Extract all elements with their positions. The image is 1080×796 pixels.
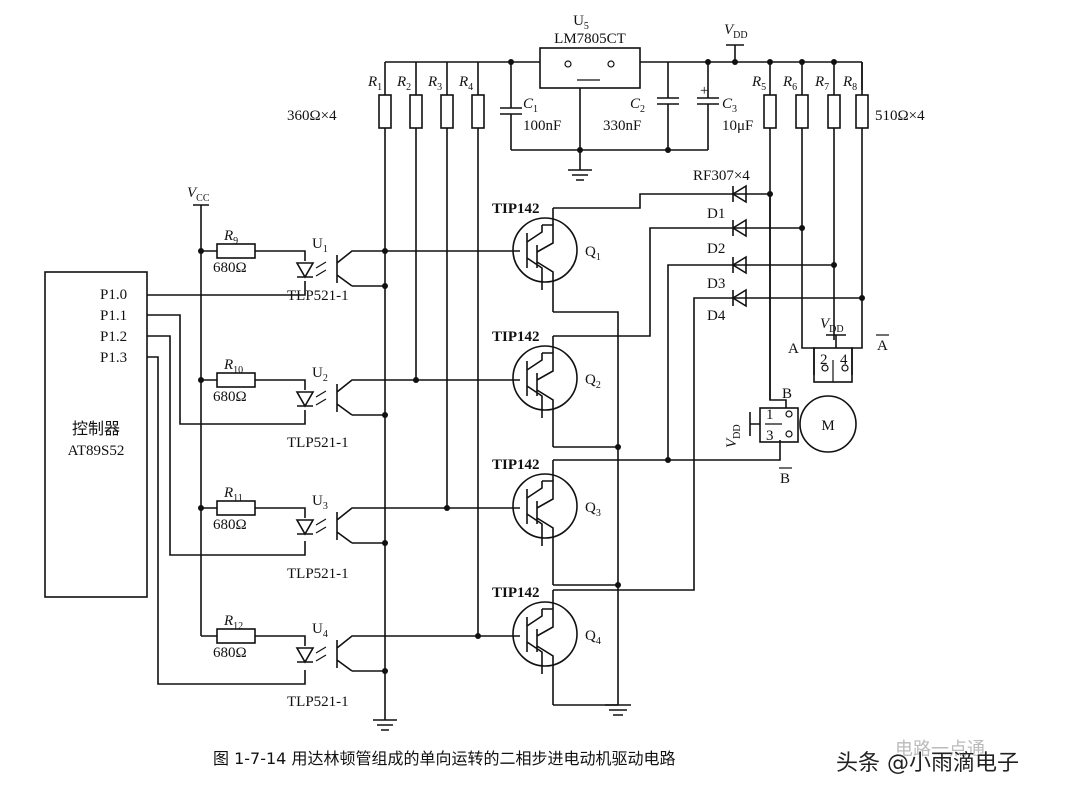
pin-p10: P1.0 — [100, 287, 127, 303]
resistor-r1 — [378, 94, 392, 129]
regulator-part: LM7805CT — [554, 31, 626, 47]
r9-label: R9 — [223, 228, 238, 247]
u1-label: U1 — [312, 236, 328, 255]
winding-b — [759, 407, 799, 443]
r2-label: R2 — [396, 74, 411, 93]
regulator-body — [539, 47, 641, 89]
cap2-value: 330nF — [603, 118, 641, 134]
r10-value: 680Ω — [213, 389, 247, 405]
controller-name: 控制器 — [72, 419, 120, 438]
u2-part: TLP521-1 — [287, 435, 349, 451]
resistor-r2 — [409, 94, 423, 129]
resistor-r8 — [855, 94, 869, 129]
watermark-text: 头条 @小雨滴电子 — [836, 751, 1019, 776]
r6-label: R6 — [782, 74, 797, 93]
u3-part: TLP521-1 — [287, 566, 349, 582]
pin-p12: P1.2 — [100, 329, 127, 345]
r8-label: R8 — [842, 74, 857, 93]
u4-label: U4 — [312, 621, 328, 640]
transistor-q1 — [385, 208, 578, 312]
winding-b-pin3: 3 — [766, 428, 774, 444]
pin-p13: P1.3 — [100, 350, 127, 366]
resistor-r6 — [795, 94, 809, 129]
u4-part: TLP521-1 — [287, 694, 349, 710]
motor-b-bar-label: B — [780, 471, 790, 487]
diode-d3 — [731, 255, 834, 275]
winding-b-pin1: 1 — [766, 407, 774, 423]
winding-a-pin2: 2 — [820, 352, 828, 368]
q4-ref: Q4 — [585, 628, 601, 647]
resistor-r5 — [763, 94, 777, 129]
winding-a-pin4: 4 — [840, 352, 848, 368]
r9-value: 680Ω — [213, 260, 247, 276]
vdd-label-motor-b: VDD — [724, 424, 743, 448]
q1-ref: Q1 — [585, 244, 601, 263]
watermark-logo: 电路一点通 — [895, 739, 985, 760]
res-right-value: 510Ω×4 — [875, 108, 925, 124]
resistor-r4 — [471, 94, 485, 129]
diode-d2 — [731, 218, 802, 238]
opto-channel-2 — [198, 372, 419, 416]
transistor-q2 — [416, 336, 578, 447]
motor-b-label: B — [782, 386, 792, 402]
r1-label: R1 — [367, 74, 382, 93]
u3-label: U3 — [312, 493, 328, 512]
resistor-r7 — [827, 94, 841, 129]
controller-block — [44, 271, 148, 598]
r11-label: R11 — [223, 485, 243, 504]
regulator-ref: U5 — [573, 13, 589, 32]
r5-label: R5 — [751, 74, 766, 93]
vdd-label-motor-a: VDD — [820, 316, 844, 335]
motor-symbol — [799, 395, 857, 453]
r12-label: R12 — [223, 613, 243, 632]
cap2-ref: C2 — [630, 96, 645, 115]
r7-label: R7 — [814, 74, 829, 93]
q3-ref: Q3 — [585, 500, 601, 519]
motor-label: M — [821, 418, 834, 434]
d3-label: D3 — [707, 276, 725, 292]
r4-label: R4 — [458, 74, 473, 93]
d2-label: D2 — [707, 241, 725, 257]
u1-part: TLP521-1 — [287, 288, 349, 304]
cap3-value: 10μF — [722, 118, 753, 134]
figure-caption: 图 1-7-14 用达林顿管组成的单向运转的二相步进电动机驱动电路 — [213, 749, 675, 768]
q2-ref: Q2 — [585, 372, 601, 391]
cap1-value: 100nF — [523, 118, 561, 134]
q1-part: TIP142 — [492, 201, 540, 217]
opto-channel-1 — [198, 243, 388, 287]
transistor-q3 — [447, 460, 578, 585]
motor-a-bar-label: A — [877, 338, 888, 354]
pin-p11: P1.1 — [100, 308, 127, 324]
diode-d1 — [731, 184, 770, 204]
d1-label: D1 — [707, 206, 725, 222]
u2-label: U2 — [312, 365, 328, 384]
controller-part: AT89S52 — [68, 443, 125, 459]
opto-channel-4 — [201, 628, 481, 672]
q2-part: TIP142 — [492, 329, 540, 345]
vcc-label: VCC — [187, 185, 210, 204]
vdd-label-top: VDD — [724, 22, 748, 41]
res-left-value: 360Ω×4 — [287, 108, 337, 124]
q3-part: TIP142 — [492, 457, 540, 473]
cap3-ref: C3 — [722, 96, 737, 115]
diode-note: RF307×4 — [693, 168, 750, 184]
d4-label: D4 — [707, 308, 726, 324]
r3-label: R3 — [427, 74, 442, 93]
cap1-ref: C1 — [523, 96, 538, 115]
r11-value: 680Ω — [213, 517, 247, 533]
r10-label: R10 — [223, 357, 243, 376]
svg-text:+: + — [700, 83, 708, 99]
diode-d4 — [731, 288, 862, 308]
r12-value: 680Ω — [213, 645, 247, 661]
motor-a-label: A — [788, 341, 799, 357]
transistor-q4 — [478, 590, 578, 705]
resistor-r3 — [440, 94, 454, 129]
q4-part: TIP142 — [492, 585, 540, 601]
